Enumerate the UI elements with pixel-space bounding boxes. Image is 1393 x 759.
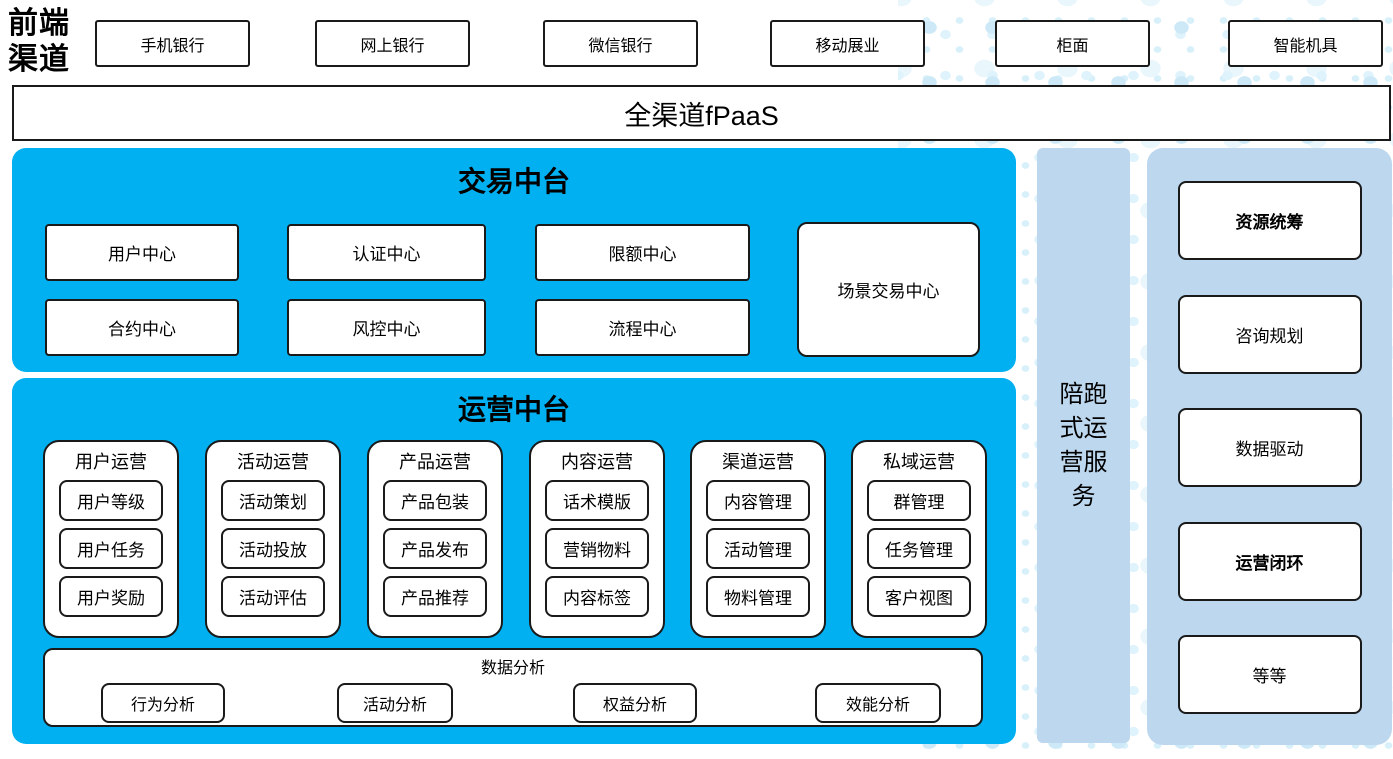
group-item: 内容管理 bbox=[706, 480, 810, 521]
right-panel-item-data-driven: 数据驱动 bbox=[1177, 408, 1362, 487]
fpaas-bar: 全渠道fPaaS bbox=[12, 85, 1391, 141]
group-title: 私域运营 bbox=[883, 452, 955, 472]
companion-service-bar: 陪跑式运营服务 bbox=[1037, 148, 1130, 743]
group-item: 任务管理 bbox=[867, 528, 971, 569]
group-title: 用户运营 bbox=[75, 452, 147, 472]
group-private-domain-operation: 私域运营 群管理 任务管理 客户视图 bbox=[851, 440, 987, 638]
data-analysis-box: 数据分析 行为分析 活动分析 权益分析 效能分析 bbox=[43, 648, 983, 727]
group-activity-operation: 活动运营 活动策划 活动投放 活动评估 bbox=[205, 440, 341, 638]
right-service-panel: 资源统筹 咨询规划 数据驱动 运营闭环 等等 bbox=[1147, 148, 1392, 745]
right-panel-item-resource: 资源统筹 bbox=[1177, 181, 1362, 260]
group-title: 产品运营 bbox=[399, 452, 471, 472]
scene-transaction-center-box: 场景交易中心 bbox=[797, 222, 980, 357]
group-item: 客户视图 bbox=[867, 576, 971, 617]
group-item: 活动投放 bbox=[221, 528, 325, 569]
group-item: 内容标签 bbox=[545, 576, 649, 617]
center-box-auth: 认证中心 bbox=[287, 224, 486, 281]
channel-box-smart-devices: 智能机具 bbox=[1228, 20, 1383, 67]
channel-box-wechat-banking: 微信银行 bbox=[543, 20, 698, 67]
center-box-limit: 限额中心 bbox=[535, 224, 750, 281]
operation-platform-title: 运营中台 bbox=[457, 394, 570, 425]
channel-box-counter: 柜面 bbox=[995, 20, 1150, 67]
group-item: 用户任务 bbox=[59, 528, 163, 569]
group-item: 活动管理 bbox=[706, 528, 810, 569]
group-product-operation: 产品运营 产品包装 产品发布 产品推荐 bbox=[367, 440, 503, 638]
group-channel-operation: 渠道运营 内容管理 活动管理 物料管理 bbox=[690, 440, 826, 638]
group-item: 用户等级 bbox=[59, 480, 163, 521]
group-item: 活动策划 bbox=[221, 480, 325, 521]
group-item: 用户奖励 bbox=[59, 576, 163, 617]
center-box-process: 流程中心 bbox=[535, 299, 750, 356]
group-item: 物料管理 bbox=[706, 576, 810, 617]
group-content-operation: 内容运营 话术模版 营销物料 内容标签 bbox=[529, 440, 665, 638]
data-analysis-title: 数据分析 bbox=[480, 660, 545, 677]
analysis-item-behavior: 行为分析 bbox=[101, 683, 225, 723]
group-title: 内容运营 bbox=[561, 452, 633, 472]
right-panel-item-consulting: 咨询规划 bbox=[1177, 294, 1362, 374]
group-item: 营销物料 bbox=[545, 528, 649, 569]
transaction-platform-title: 交易中台 bbox=[457, 166, 570, 197]
group-title: 渠道运营 bbox=[722, 452, 794, 472]
group-item: 产品发布 bbox=[383, 528, 487, 569]
channel-box-online-banking: 网上银行 bbox=[315, 20, 470, 67]
group-item: 群管理 bbox=[867, 480, 971, 521]
transaction-platform-panel: 交易中台 用户中心 认证中心 限额中心 合约中心 风控中心 流程中心 场景交易中… bbox=[12, 148, 1016, 372]
group-item: 产品推荐 bbox=[383, 576, 487, 617]
front-channel-label: 前端渠道 bbox=[8, 7, 70, 76]
companion-service-label: 陪跑式运营服务 bbox=[1059, 380, 1108, 510]
center-box-risk: 风控中心 bbox=[287, 299, 486, 356]
analysis-item-benefit: 权益分析 bbox=[573, 683, 697, 723]
group-user-operation: 用户运营 用户等级 用户任务 用户奖励 bbox=[43, 440, 179, 638]
analysis-item-efficiency: 效能分析 bbox=[815, 683, 941, 723]
center-box-contract: 合约中心 bbox=[45, 299, 239, 356]
right-panel-item-etc: 等等 bbox=[1177, 635, 1362, 714]
group-item: 活动评估 bbox=[221, 576, 325, 617]
group-title: 活动运营 bbox=[237, 452, 309, 472]
center-box-user: 用户中心 bbox=[45, 224, 239, 281]
group-item: 产品包装 bbox=[383, 480, 487, 521]
right-panel-item-closed-loop: 运营闭环 bbox=[1177, 521, 1362, 601]
group-item: 话术模版 bbox=[545, 480, 649, 521]
channel-box-mobile-marketing: 移动展业 bbox=[770, 20, 925, 67]
operation-platform-panel: 运营中台 用户运营 用户等级 用户任务 用户奖励 活动运营 活动策划 活动投放 … bbox=[12, 378, 1016, 744]
analysis-item-activity: 活动分析 bbox=[337, 683, 453, 723]
channel-box-mobile-banking: 手机银行 bbox=[95, 20, 250, 67]
